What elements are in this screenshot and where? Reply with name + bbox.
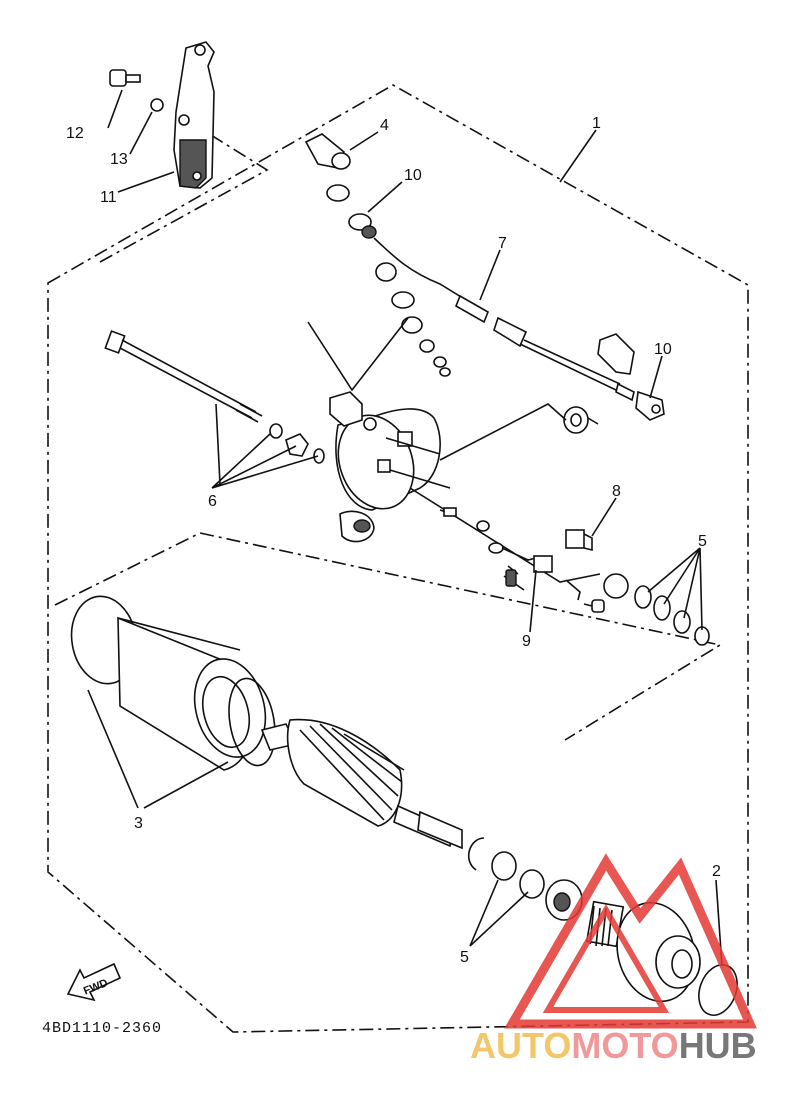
callout-6: 6 bbox=[208, 493, 217, 510]
drawing-code: 4BD1110-2360 bbox=[42, 1020, 162, 1037]
callout-4: 4 bbox=[380, 117, 389, 134]
callout-5-lower: 5 bbox=[460, 949, 469, 966]
callout-5-upper: 5 bbox=[698, 533, 707, 550]
leader-lines bbox=[87, 89, 723, 967]
callout-9: 9 bbox=[522, 633, 531, 650]
rear-cover-group-outline bbox=[54, 532, 723, 741]
through-bolt bbox=[104, 330, 263, 423]
logo-inner-triangle bbox=[542, 904, 670, 1013]
bracket-group-outline bbox=[99, 129, 269, 263]
watermark-auto: AUTO bbox=[470, 1025, 571, 1066]
bolt-part-12 bbox=[109, 69, 141, 87]
brush-part-8 bbox=[565, 529, 593, 552]
washers-part-5-upper bbox=[603, 573, 710, 646]
callout-2: 2 bbox=[712, 863, 721, 880]
callout-1: 1 bbox=[592, 115, 601, 132]
armature bbox=[260, 718, 463, 850]
assembly-boundary-outline bbox=[47, 84, 749, 1033]
rear-cover-assembly bbox=[329, 391, 451, 543]
callout-8: 8 bbox=[612, 483, 621, 500]
through-bolt-washers bbox=[269, 423, 325, 464]
callout-10-right: 10 bbox=[654, 341, 672, 358]
circlip bbox=[467, 837, 485, 871]
watermark-logo bbox=[504, 853, 757, 1029]
watermark-text: AUTOMOTOHUB bbox=[470, 1025, 757, 1066]
bushing bbox=[563, 406, 599, 434]
logo-outer-triangle bbox=[504, 853, 757, 1029]
front-cover bbox=[616, 901, 701, 1003]
callout-13: 13 bbox=[110, 151, 128, 168]
bracket-part-11 bbox=[173, 41, 215, 189]
callout-7: 7 bbox=[498, 235, 507, 252]
yoke-part-3 bbox=[70, 595, 276, 771]
watermark-moto: MOTO bbox=[571, 1025, 678, 1066]
brush-holder-screw bbox=[565, 579, 605, 613]
brush-part-9 bbox=[503, 555, 553, 591]
watermark-hub: HUB bbox=[679, 1025, 757, 1066]
callout-12: 12 bbox=[66, 125, 84, 142]
callout-11: 11 bbox=[100, 189, 117, 206]
nut-washer-stack bbox=[375, 262, 451, 377]
forward-direction-arrow: FWD bbox=[66, 962, 122, 1002]
callout-10-upper: 10 bbox=[404, 167, 422, 184]
lead-wire-part-7 bbox=[373, 237, 665, 421]
callout-3: 3 bbox=[134, 815, 143, 832]
washer-part-13 bbox=[150, 98, 164, 112]
terminal-cover-part-4 bbox=[304, 133, 377, 239]
washers-part-5-lower bbox=[491, 851, 583, 921]
terminal-boot-part-10 bbox=[597, 333, 635, 375]
